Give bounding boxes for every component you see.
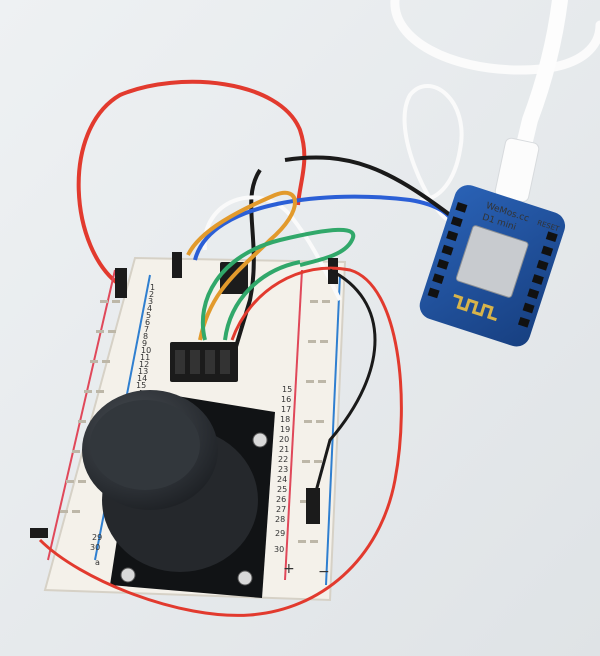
row-number: 11	[140, 353, 150, 362]
rail-plus-label: +	[283, 561, 295, 577]
row-number: 30	[90, 543, 100, 552]
breadboard-holes	[60, 300, 330, 543]
row-number: 6	[145, 318, 150, 327]
right-pin-connector	[306, 488, 320, 524]
mounting-hole	[252, 432, 268, 448]
row-number: 4	[147, 304, 152, 313]
green-wire	[200, 227, 356, 341]
white-wire-top	[402, 84, 464, 222]
column-letter: a	[95, 558, 100, 567]
row-numbers-left: 1 2 3 4 5 6 7 8 9 10 11 12 13 14 15	[136, 283, 155, 390]
wemos-d1-mini: WeMos.cc D1 mini RESET	[419, 185, 566, 347]
row-number: 16	[281, 395, 291, 404]
pin-row-right	[517, 231, 558, 328]
row-number: 22	[278, 455, 288, 464]
row-number: 10	[141, 346, 151, 355]
row-number: 24	[277, 475, 287, 484]
red-wire-right	[38, 266, 403, 617]
row-number: 14	[137, 374, 147, 383]
row-number: 7	[144, 325, 149, 334]
row-number: 23	[278, 465, 288, 474]
row-number: 8	[143, 332, 148, 341]
row-number: 15	[136, 381, 146, 390]
pin-row-left	[427, 201, 468, 299]
row-number: 15	[282, 385, 292, 394]
rail-minus-label: −	[318, 564, 330, 580]
row-number: 20	[279, 435, 289, 444]
row-number: 12	[139, 360, 149, 369]
row-number: 19	[280, 425, 290, 434]
rail-red-right	[284, 269, 303, 581]
green-wire-2	[223, 260, 301, 341]
row-number: 3	[148, 297, 153, 306]
mounting-hole	[237, 570, 253, 586]
row-numbers-bottom: 29 30 a	[90, 533, 102, 567]
row-number: 27	[276, 505, 286, 514]
row-number: 17	[281, 405, 291, 414]
row-number: 1	[150, 283, 155, 292]
joystick-cap	[82, 390, 258, 572]
row-number: 21	[279, 445, 289, 454]
antenna-trace	[453, 293, 497, 322]
row-number: 9	[142, 339, 147, 348]
row-number: 28	[275, 515, 285, 524]
left-pin-connector	[115, 268, 127, 298]
black-wire-right	[313, 268, 377, 496]
pin-header	[170, 342, 238, 382]
bottom-left-connector	[30, 528, 48, 538]
usb-cable	[390, 0, 600, 203]
esp-shield	[455, 225, 529, 298]
row-number: 30	[274, 545, 284, 554]
row-number: 18	[280, 415, 290, 424]
row-number: 25	[277, 485, 287, 494]
row-number: 2	[149, 290, 154, 299]
red-wire-loop	[76, 79, 307, 287]
mounting-hole	[120, 567, 136, 583]
row-number: 26	[276, 495, 286, 504]
black-wire-2	[284, 155, 452, 217]
row-number: 13	[138, 367, 148, 376]
black-wire	[233, 168, 262, 351]
top-pin-connector	[172, 252, 182, 278]
row-numbers-right: 15 16 17 18 19 20 21 22 23 24 25 26 27 2…	[274, 385, 292, 554]
orange-wire	[186, 190, 297, 341]
rail-blue-right	[325, 274, 341, 586]
row-number: 29	[275, 529, 285, 538]
row-number: 5	[146, 311, 151, 320]
row-number: 29	[92, 533, 102, 542]
white-wire	[202, 195, 342, 301]
rail-red-left	[47, 269, 116, 561]
